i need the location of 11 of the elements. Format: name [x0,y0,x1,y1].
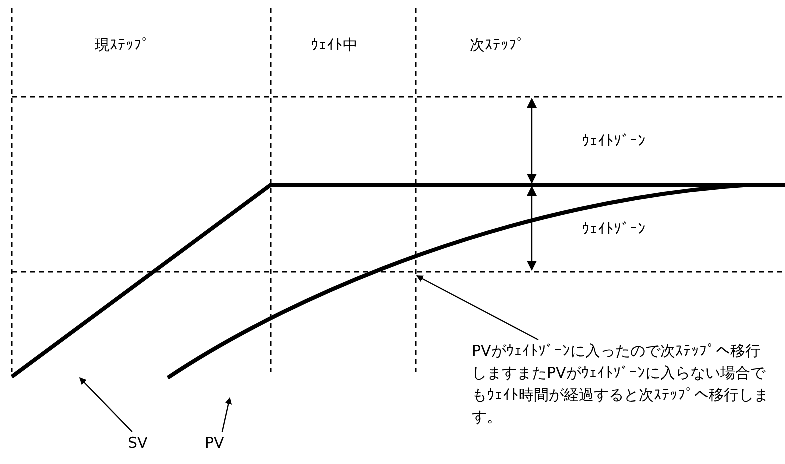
note-text: PVがｳｪｲﾄｿﾞｰﾝに入ったので次ｽﾃｯﾌﾟへ移行しますまたPVがｳｪｲﾄｿﾞｰﾝに入らない場合でもｳｪｲﾄ時間が経過すると次ｽﾃｯﾌﾟへ移行します。 [472,340,772,428]
phase-label: ｳｪｲﾄ中 [311,35,358,56]
phase-label: 次ｽﾃｯﾌﾟ [470,35,525,56]
zone-label: ｳｪｲﾄｿﾞｰﾝ [582,131,646,152]
curve-label: SV [128,432,158,454]
leader-line [222,397,232,432]
leader-line [416,275,539,341]
curve-label: PV [205,432,235,454]
zone-label: ｳｪｲﾄｿﾞｰﾝ [582,219,646,240]
leader-line [80,378,133,432]
phase-label: 現ｽﾃｯﾌﾟ [95,35,150,56]
